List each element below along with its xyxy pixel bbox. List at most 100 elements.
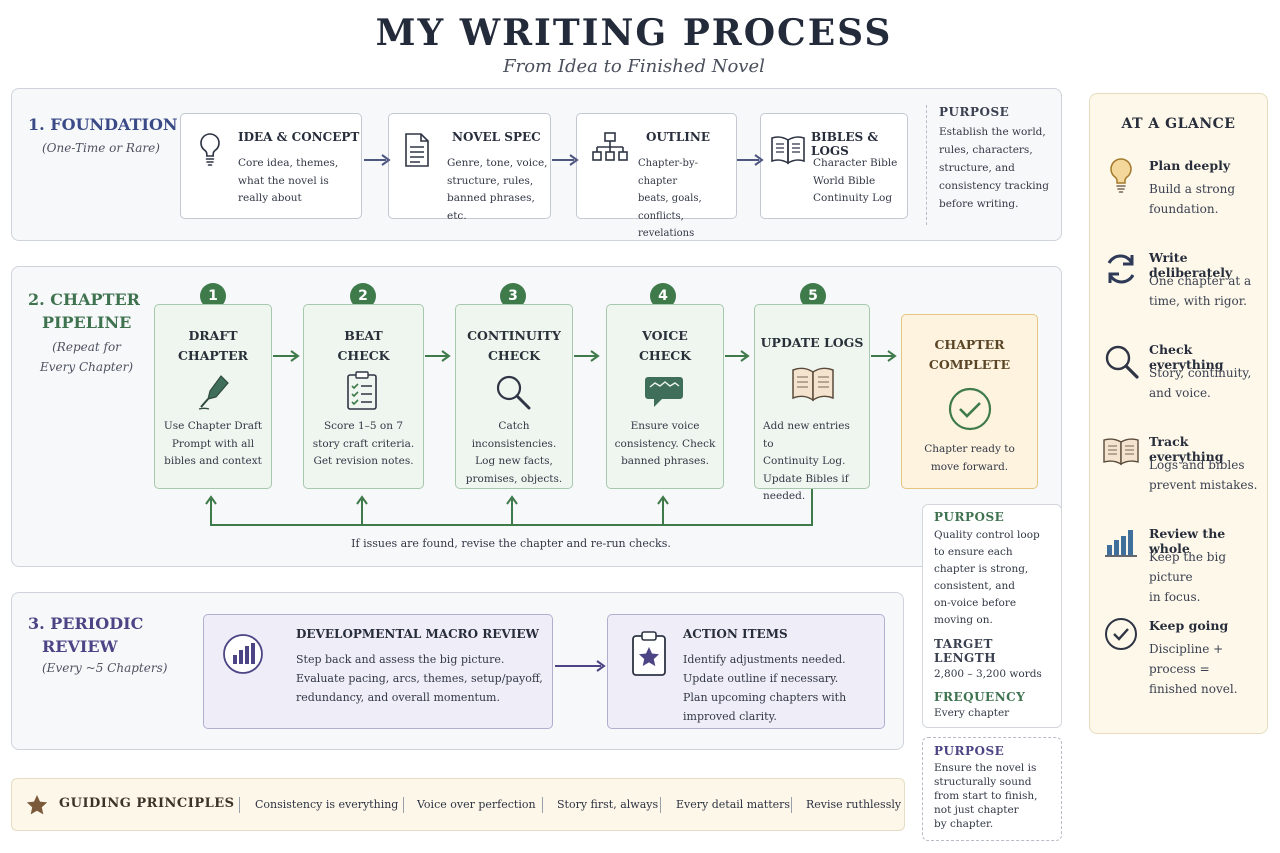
- bar-chart-icon: [1105, 530, 1137, 557]
- magnifier-icon: [496, 375, 531, 410]
- review-subtitle: (Every ~5 Chapters): [42, 661, 168, 675]
- purpose-heading: PURPOSE: [934, 744, 1005, 758]
- arrow-right-icon: [555, 660, 606, 672]
- glance-item-title: Keep going: [1149, 618, 1229, 633]
- open-book-icon: [1103, 438, 1139, 466]
- novel-spec-card: NOVEL SPEC Genre, tone, voice,structure,…: [388, 113, 551, 222]
- page-title: MY WRITING PROCESS: [375, 12, 893, 54]
- action-items-card: ACTION ITEMS Identify adjustments needed…: [607, 614, 885, 729]
- purpose-heading: PURPOSE: [939, 105, 1010, 119]
- foundation-subtitle: (One-Time or Rare): [42, 141, 160, 155]
- step-title: UPDATE LOGS: [760, 335, 864, 350]
- glance-item-title: Write deliberately: [1149, 250, 1233, 280]
- speech-bubble-icon: [645, 377, 683, 407]
- refresh-icon: [1107, 254, 1135, 284]
- target-length-heading: TARGET LENGTH: [934, 637, 997, 665]
- guiding-principles-bar: GUIDING PRINCIPLES Consistency is everyt…: [11, 778, 905, 831]
- separator: [660, 797, 661, 813]
- foundation-purpose: PURPOSE Establish the world,rules, chara…: [926, 105, 1052, 225]
- glance-title: AT A GLANCE: [1121, 116, 1236, 132]
- document-icon: [405, 133, 429, 167]
- step-text: Catch inconsistencies.Log new facts,prom…: [465, 420, 563, 485]
- arrow-right-icon: [552, 154, 579, 166]
- principle-item: Voice over perfection: [417, 798, 536, 811]
- macro-review-text: Step back and assess the big picture.Eva…: [296, 653, 543, 704]
- arrow-right-icon: [364, 154, 391, 166]
- arrow-right-icon: [737, 154, 764, 166]
- open-book-icon: [792, 367, 834, 402]
- bar-chart-icon: [223, 634, 263, 674]
- principle-item: Revise ruthlessly: [806, 798, 902, 811]
- glance-item-text: Story, continuity,and voice.: [1149, 366, 1252, 400]
- star-icon: [26, 795, 48, 815]
- principle-item: Story first, always: [557, 798, 659, 811]
- purpose-heading: PURPOSE: [934, 510, 1005, 524]
- book-icon: [771, 136, 805, 165]
- hierarchy-icon: [592, 132, 628, 161]
- card-title: BIBLES & LOGS: [811, 130, 879, 158]
- action-items-title: ACTION ITEMS: [683, 627, 788, 641]
- card-title: NOVEL SPEC: [452, 130, 541, 144]
- pen-nib-icon: [198, 375, 229, 410]
- macro-review-card: DEVELOPMENTAL MACRO REVIEW Step back and…: [203, 614, 553, 729]
- foundation-section: 1. FOUNDATION (One-Time or Rare) IDEA & …: [11, 88, 1062, 241]
- check-circle-icon: [1105, 618, 1137, 650]
- glance-item-title: Track everything: [1149, 434, 1224, 464]
- frequency-value: Every chapter: [934, 707, 1010, 719]
- card-title: OUTLINE: [646, 130, 711, 144]
- action-items-text: Identify adjustments needed.Update outli…: [683, 653, 847, 723]
- purpose-text: Establish the world,rules, characters,st…: [939, 126, 1050, 210]
- glance-item-title: Plan deeply: [1149, 158, 1231, 173]
- glance-item-text: Discipline +process =finished novel.: [1149, 642, 1238, 696]
- separator: [542, 797, 543, 813]
- page-subtitle: From Idea to Finished Novel: [503, 56, 765, 77]
- lightbulb-icon: [1110, 158, 1132, 193]
- principle-item: Consistency is everything: [255, 798, 399, 811]
- magnifier-icon: [1105, 345, 1139, 379]
- card-text: Genre, tone, voice,structure, rules,bann…: [447, 157, 548, 222]
- glance-item-title: Review the whole: [1149, 526, 1226, 556]
- card-title: IDEA & CONCEPT: [238, 130, 360, 144]
- idea-concept-card: IDEA & CONCEPT Core idea, themes,what th…: [180, 113, 362, 219]
- separator: [791, 797, 792, 813]
- macro-review-title: DEVELOPMENTAL MACRO REVIEW: [296, 627, 539, 641]
- principles-title: GUIDING PRINCIPLES: [59, 796, 235, 811]
- separator: [403, 797, 404, 813]
- frequency-heading: FREQUENCY: [934, 690, 1026, 704]
- lightbulb-icon: [200, 133, 220, 166]
- checklist-icon: [347, 371, 377, 410]
- loop-caption: If issues are found, revise the chapter …: [351, 537, 671, 550]
- separator: [239, 797, 240, 813]
- clipboard-star-icon: [632, 631, 666, 676]
- glance-item-title: Check everything: [1149, 342, 1224, 372]
